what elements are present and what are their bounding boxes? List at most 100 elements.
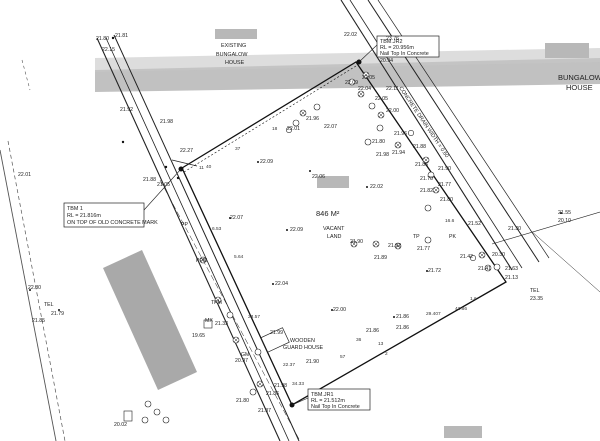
map-label: 6.53: [212, 226, 222, 232]
scan-fold-band: [95, 48, 600, 92]
tel-box: [123, 410, 133, 422]
jr1-desc: Nail Top In Concrete: [311, 404, 360, 410]
map-label: 21.92: [388, 243, 401, 249]
map-label: 21.80: [96, 36, 109, 42]
map-label: 29.407: [426, 311, 441, 317]
map-label: 22.07: [324, 124, 337, 130]
map-label: 21.77: [438, 182, 451, 188]
map-label: 20.94: [380, 58, 393, 64]
map-label: 22.00: [386, 108, 399, 114]
map-label: 21.98: [274, 383, 287, 389]
map-label: 43.86: [455, 306, 467, 312]
redaction-block: [317, 176, 349, 188]
map-label: MX: [205, 318, 213, 324]
right-bungalow-label: BUNGALOW: [558, 73, 600, 82]
map-label: 21.55: [558, 210, 571, 216]
grey-structure: [103, 250, 197, 390]
map-label: 23.35: [530, 296, 543, 302]
map-label: 21.78: [420, 176, 433, 182]
tbm1-rl: RL = 21.816m: [67, 213, 101, 219]
map-label: GM: [241, 352, 249, 358]
map-label: 21.52: [468, 221, 481, 227]
utility-labels: PP PPM MX TEL GM TP TPM TEL PK: [44, 222, 540, 358]
map-label: 40: [206, 164, 212, 170]
map-label: 21.88: [143, 177, 156, 183]
map-label: 21.96: [394, 131, 407, 137]
jr2-box: TBM.JR2 RL = 20.956m Nail Top In Concret…: [358, 35, 440, 63]
guard-label-1: WOODEN: [290, 338, 315, 344]
spot-levels: 21.81 21.80 22.15 21.92 21.98 22.27 22.0…: [18, 32, 571, 428]
redaction-block: [545, 43, 589, 58]
map-label: 2: [385, 351, 388, 357]
vacant-label: VACANT: [323, 226, 345, 232]
map-label: 21.98: [160, 119, 173, 125]
map-label: 22.07: [230, 215, 243, 221]
map-label: 21.63: [505, 266, 518, 272]
map-label: 21.72: [428, 268, 441, 274]
map-label: 22.37: [283, 362, 295, 368]
jr2-rl: RL = 20.956m: [380, 45, 414, 51]
map-label: 21.89: [374, 255, 387, 261]
dimension-labels: 37 18 16.6 13 29.407 57 36 22.37 34.33 2…: [199, 126, 477, 387]
map-label: 21.87: [258, 408, 271, 414]
left-road: [96, 34, 301, 441]
mx-box: [203, 319, 213, 329]
map-label: 36: [356, 337, 362, 343]
map-label: PPM: [196, 258, 207, 264]
survey-markers: [29, 36, 562, 408]
map-label: 37: [235, 146, 241, 152]
map-label: 11: [199, 165, 204, 171]
map-label: 22.01: [18, 172, 31, 178]
map-label: 5.64: [234, 254, 244, 260]
map-label: 22.09: [260, 159, 273, 165]
map-label: 22.15: [102, 47, 115, 53]
map-label: 21.90: [306, 359, 319, 365]
map-label: 21.30: [508, 226, 521, 232]
bungalow-label: BUNGALOW: [216, 52, 248, 58]
map-label: 1.6: [470, 296, 477, 302]
map-label: 21.80: [236, 398, 249, 404]
jr2-title: TBM.JR2: [380, 39, 402, 45]
map-label: 21.80: [372, 139, 385, 145]
map-label: 22.09: [345, 80, 358, 86]
map-label: 57: [340, 354, 346, 360]
map-label: 22.02: [344, 32, 357, 38]
jr1-rl: RL = 21.512m: [311, 398, 345, 404]
map-label: 21.13: [505, 275, 518, 281]
map-label: TPM: [211, 300, 222, 306]
house-label: HOUSE: [225, 60, 245, 66]
map-label: 21.99: [270, 330, 283, 336]
jr1-box: TBM.JR1 RL = 21.512m Nail Top In Concret…: [291, 388, 371, 411]
map-label: 21.79: [51, 311, 64, 317]
map-label: 20.30: [492, 252, 505, 258]
map-label: 21.85: [32, 318, 45, 324]
jr1-title: TBM.JR1: [311, 392, 333, 398]
map-label: 21.88: [413, 144, 426, 150]
jr2-desc: Nail Top In Concrete: [380, 51, 429, 57]
map-label: 21.90: [438, 166, 451, 172]
map-label: TP: [413, 234, 420, 240]
map-label: 22.01: [287, 126, 300, 132]
map-label: 18: [272, 126, 278, 132]
tbm1-box: TBM 1 RL = 21.816m ON TOP OF OLD CONCRET…: [63, 168, 182, 228]
map-label: 21.85: [415, 162, 428, 168]
redaction-block: [444, 426, 482, 438]
map-label: 21.33: [215, 321, 228, 327]
tree-crosses: [200, 72, 485, 387]
right-house-label: HOUSE: [566, 83, 593, 92]
map-label: 21.86: [266, 391, 279, 397]
tbm1-title: TBM 1: [67, 206, 83, 212]
map-label: 21.96: [306, 116, 319, 122]
map-label: 22.04: [275, 281, 288, 287]
map-label: 21.86: [396, 325, 409, 331]
map-label: 22.06: [312, 174, 325, 180]
map-label: 21.80: [440, 197, 453, 203]
map-label: 22.05: [362, 75, 375, 81]
redaction-block: [215, 29, 257, 39]
map-label: 22.09: [290, 227, 303, 233]
map-label: 21.77: [417, 246, 430, 252]
map-label: 23.76: [386, 36, 399, 42]
map-label: 21.90: [350, 239, 363, 245]
map-label: 23.57: [248, 314, 260, 320]
